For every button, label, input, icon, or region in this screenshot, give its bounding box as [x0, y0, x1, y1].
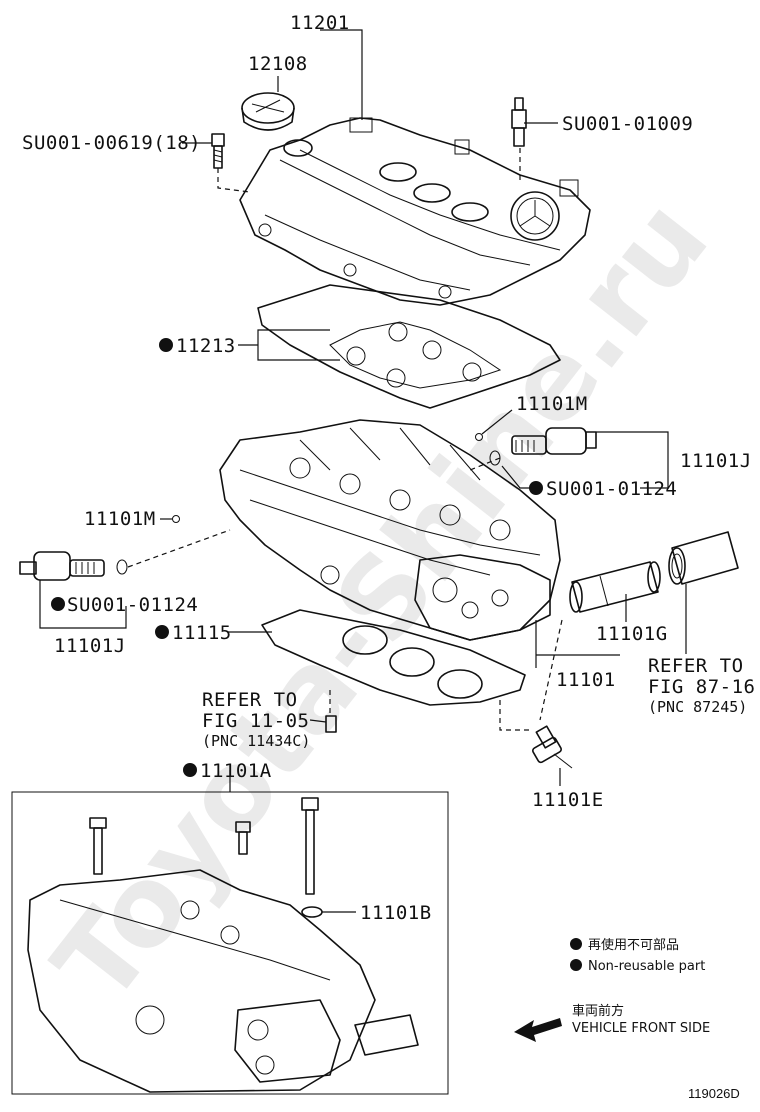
label-11101A: 11101A [200, 760, 272, 782]
o-ring-left-small [172, 515, 180, 523]
label-11115: 11115 [172, 622, 232, 644]
legend-front-en: VEHICLE FRONT SIDE [572, 1021, 710, 1036]
legend-nonreusable-jp: 再使用不可部品 [588, 937, 679, 953]
head-gasket-drawing [261, 609, 526, 706]
dashed-guides [127, 148, 563, 731]
cylinder-head-cover-drawing [239, 117, 591, 306]
label-su001-01009: SU001-01009 [562, 113, 693, 135]
label-12108: 12108 [248, 53, 308, 75]
o-ring-top [475, 433, 483, 441]
label-11101: 11101 [556, 669, 616, 691]
ref-11-05-line2: FIG 11-05 [202, 710, 309, 732]
oil-filler-cap-drawing [241, 92, 295, 131]
ref-87-16-line1: REFER TO [648, 655, 744, 677]
sensor-11101E-drawing [532, 725, 573, 769]
oil-control-valve-right-drawing [511, 427, 597, 455]
nonreusable-dot-su001-01124-left [51, 597, 65, 611]
label-11101J-left: 11101J [54, 635, 126, 657]
legend-dot-jp [570, 938, 582, 950]
cylinder-head-inset-drawing [27, 869, 419, 1093]
label-11101B: 11101B [360, 902, 432, 924]
label-11101G: 11101G [596, 623, 668, 645]
label-11101E: 11101E [532, 789, 604, 811]
label-11201: 11201 [290, 12, 350, 34]
nonreusable-dot-11213 [159, 338, 173, 352]
legend-front-jp: 車両前方 [572, 1003, 624, 1019]
pipe-87245-drawing [668, 531, 739, 585]
label-11101J-right: 11101J [680, 450, 752, 472]
dowel-pin-drawing [325, 715, 337, 733]
cylinder-head-drawing [219, 419, 561, 641]
nonreusable-dot-11101A [183, 763, 197, 777]
label-11101M-top: 11101M [516, 393, 588, 415]
ref-87-16-line2: FIG 87-16 [648, 676, 755, 698]
label-11213: 11213 [176, 335, 236, 357]
legend-nonreusable-en: Non-reusable part [588, 959, 705, 974]
ref-87-16-line3: (PNC 87245) [648, 698, 747, 716]
front-arrow-icon [514, 1018, 562, 1042]
oil-control-valve-left-drawing [19, 551, 105, 581]
label-su001-01124-left: SU001-01124 [67, 594, 198, 616]
nonreusable-dot-su001-01124-right [529, 481, 543, 495]
label-su001-01124-right: SU001-01124 [546, 478, 677, 500]
sensor-plug-drawing [511, 97, 527, 147]
legend-dot-en [570, 959, 582, 971]
nonreusable-dot-11115 [155, 625, 169, 639]
o-ring-left [116, 559, 128, 575]
ref-11-05-line1: REFER TO [202, 689, 298, 711]
inset-bolts-drawing [89, 797, 323, 918]
label-11101M-left: 11101M [84, 508, 156, 530]
leader-lines [39, 29, 687, 913]
ref-11-05-line3: (PNC 11434C) [202, 732, 310, 750]
cover-bolt-drawing [211, 133, 225, 169]
label-su001-00619: SU001-00619(18) [22, 132, 201, 154]
sleeve-11101G-drawing [569, 561, 661, 613]
figure-code: 119026D [688, 1086, 740, 1101]
cover-gasket-drawing [257, 284, 561, 409]
